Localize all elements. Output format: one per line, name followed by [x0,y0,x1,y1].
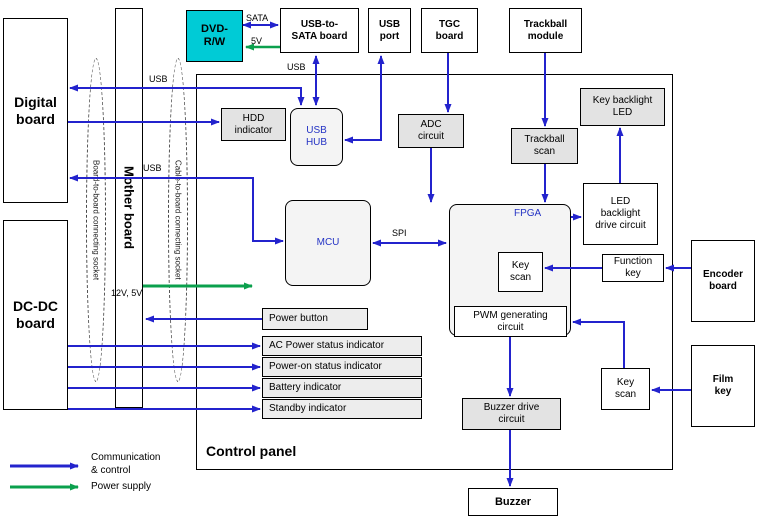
node-key-scan-fpga: Key scan [498,252,543,292]
node-power-button: Power button [262,308,368,330]
label-5v: 5V [251,36,263,46]
node-key-backlight-led: Key backlight LED [580,88,665,126]
label-usb-sata-link: USB [287,62,306,72]
cable-to-board-socket: Cable-to-board connecting socket [168,58,188,382]
control-panel-frame [196,74,673,470]
board-to-board-socket: Board-to-board connecting socket [86,58,106,382]
label-usb-mcu-link: USB [143,163,162,173]
node-dvd-rw: DVD- R/W [186,10,243,62]
legend-communication-label: Communication & control [91,452,161,476]
node-adc-circuit: ADC circuit [398,114,464,148]
fpga-label: FPGA [514,208,542,219]
node-key-scan-film: Key scan [601,368,650,410]
label-usb-hub-link: USB [149,74,168,84]
board-to-board-socket-label: Board-to-board connecting socket [91,159,101,281]
node-standby-indicator: Standby indicator [262,399,422,419]
label-12v-5v: 12V, 5V [111,288,143,298]
legend-power-label: Power supply [91,481,152,492]
node-buzzer-drive: Buzzer drive circuit [462,398,561,430]
control-panel-title: Control panel [206,443,297,459]
mother-board-label: Mother board [121,166,137,250]
node-digital-board: Digital board [3,18,68,203]
node-ac-power-indicator: AC Power status indicator [262,336,422,356]
node-film-key: Film key [691,345,755,427]
node-usb-port: USB port [368,8,411,53]
cable-to-board-socket-label: Cable-to-board connecting socket [173,160,183,280]
node-battery-indicator: Battery indicator [262,378,422,398]
label-spi: SPI [392,228,407,238]
node-usb-to-sata-board: USB-to- SATA board [280,8,359,53]
node-usb-hub: USB HUB [290,108,343,166]
node-mcu: MCU [285,200,371,286]
node-encoder-board: Encoder board [691,240,755,322]
node-pwm-circuit: PWM generating circuit [454,306,567,337]
label-sata: SATA [246,13,269,23]
node-trackball-module: Trackball module [509,8,582,53]
node-mother-board: Mother board [115,8,143,408]
node-led-backlight-drive: LED backlight drive circuit [583,183,658,245]
node-power-on-indicator: Power-on status indicator [262,357,422,377]
node-dc-dc-board: DC-DC board [3,220,68,410]
node-trackball-scan: Trackball scan [511,128,578,164]
node-function-key: Function key [602,254,664,282]
node-tgc-board: TGC board [421,8,478,53]
node-buzzer: Buzzer [468,488,558,516]
node-hdd-indicator: HDD indicator [221,108,286,141]
